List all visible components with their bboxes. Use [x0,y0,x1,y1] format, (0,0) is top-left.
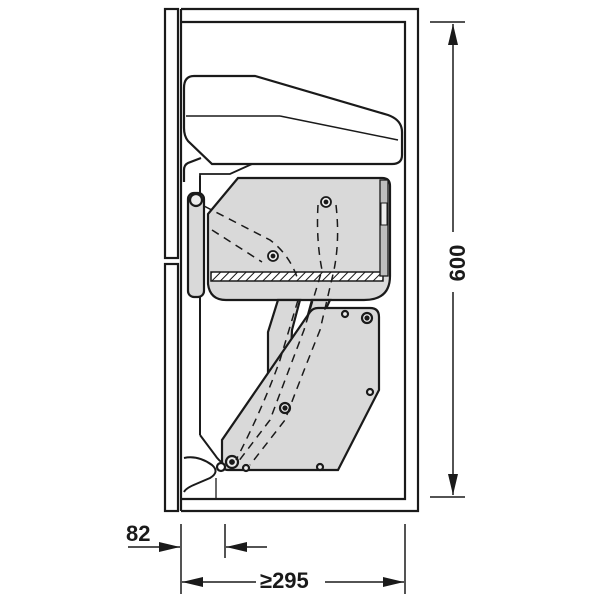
hinge-pivot [188,192,204,208]
cabinet-carcass [179,7,420,513]
dimension-door-offset [128,524,267,594]
dimension-label-height: 600 [445,244,470,282]
arrow-down-icon [448,474,458,495]
top-shelf-upper-basket [182,74,404,190]
arrow-left-icon [182,577,203,587]
cabinet-door [163,7,180,513]
arrow-right-icon [159,542,180,552]
arrow-right-icon [383,577,404,587]
basket-rail [379,179,389,277]
dimension-min-depth [182,524,406,594]
rivet [365,387,375,397]
hinge-pivot [215,461,227,473]
dimension-height [430,21,465,498]
cabinet-door-upper [163,7,180,260]
cabinet-door-lower [163,262,180,513]
arrow-left-icon [226,542,247,552]
upper-pivots [267,196,332,262]
dimension-label-door-offset: 82 [126,521,151,546]
motion-path-dashed [203,204,339,466]
rear-basket-gray [215,306,381,473]
basket-floor-hatched [210,271,384,282]
dimension-label-min-depth: ≥295 [260,568,309,593]
door-hinge-bracket [186,191,206,299]
rivet [241,463,251,473]
rivet [315,462,325,472]
front-basket-gray [206,176,392,302]
rivet [340,309,350,319]
rivet [364,315,370,321]
arrow-up-icon [448,24,458,45]
